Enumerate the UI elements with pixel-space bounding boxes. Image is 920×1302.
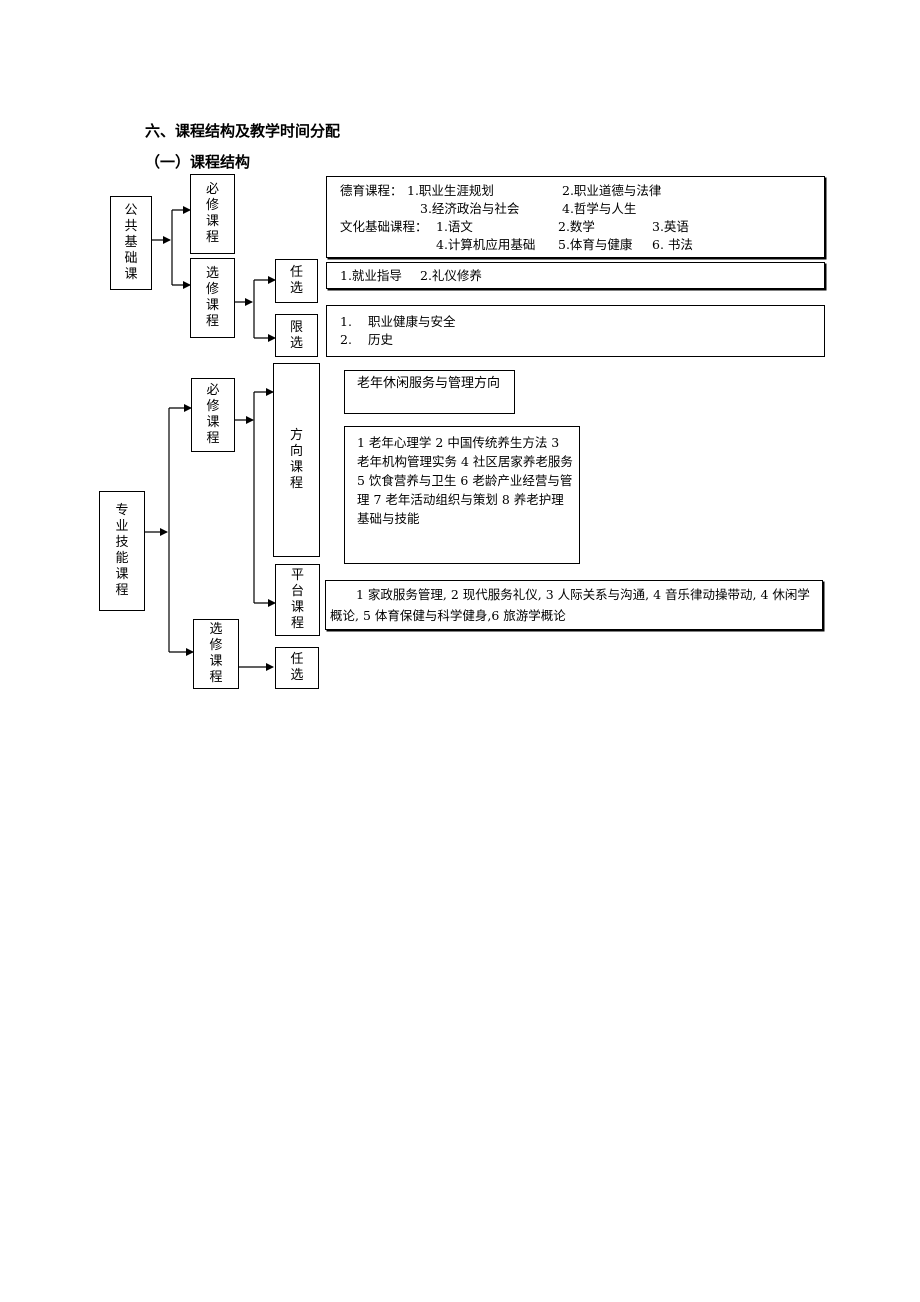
professional-elective-char: 修 (209, 638, 223, 653)
direction-char: 程 (289, 476, 303, 491)
public-basic-char: 基 (124, 235, 138, 250)
subsection-heading: （一）课程结构 (145, 153, 251, 171)
public-basic-char: 课 (124, 267, 138, 282)
moral-course-1: 1.职业生涯规划 (407, 183, 494, 198)
platform-char: 平 (290, 568, 304, 583)
professional-free-choice-char: 选 (290, 668, 304, 683)
culture-course-4: 4.计算机应用基础 (436, 237, 536, 252)
professional-char: 业 (115, 519, 129, 534)
public-basic-char: 共 (124, 219, 138, 234)
platform-char: 课 (290, 600, 304, 615)
culture-label: 文化基础课程： (340, 219, 428, 234)
moral-course-2: 2.职业道德与法律 (562, 183, 662, 198)
public-required-content-box: 德育课程： 1.职业生涯规划 2.职业道德与法律 3.经济政治与社会 4.哲学与… (326, 176, 825, 258)
direction-title-box: 老年休闲服务与管理方向 (344, 370, 515, 414)
direction-char: 向 (289, 444, 303, 459)
public-elective-char: 修 (205, 282, 219, 297)
public-limited-choice-box: 限 选 (275, 314, 318, 357)
platform-char: 台 (290, 584, 304, 599)
direction-title: 老年休闲服务与管理方向 (357, 376, 501, 391)
limited-choice-number: 1. (340, 314, 352, 329)
public-limited-choice-char: 选 (289, 335, 303, 351)
professional-char: 程 (115, 583, 129, 598)
professional-char: 能 (115, 551, 129, 566)
professional-free-choice-char: 任 (290, 652, 304, 667)
professional-elective-box: 选 修 课 程 (193, 619, 239, 689)
public-free-choice-char: 选 (289, 281, 303, 296)
limited-choice-course-2: 历史 (368, 332, 394, 347)
public-limited-choice-content-box: 1. 职业健康与安全 2. 历史 (326, 305, 825, 357)
public-elective-char: 课 (205, 298, 219, 313)
public-elective-char: 选 (205, 266, 219, 281)
professional-required-box: 必 修 课 程 (191, 378, 235, 452)
professional-skills-course-box: 专 业 技 能 课 程 (99, 491, 145, 611)
free-choice-course-2: 2.礼仪修养 (420, 268, 482, 283)
public-required-char: 必 (205, 182, 219, 197)
professional-elective-char: 选 (209, 622, 223, 637)
public-required-char: 课 (205, 214, 219, 229)
platform-courses: 1 家政服务管理, 2 现代服务礼仪, 3 人际关系与沟通, 4 音乐律动操带动… (330, 587, 810, 623)
platform-char: 程 (290, 616, 304, 631)
free-choice-course-1: 1.就业指导 (340, 268, 402, 283)
professional-required-char: 必 (206, 383, 220, 398)
limited-choice-course-1: 职业健康与安全 (368, 314, 456, 329)
culture-course-5: 5.体育与健康 (558, 237, 633, 252)
culture-course-6: 6. 书法 (652, 237, 693, 252)
professional-required-char: 修 (206, 399, 220, 414)
public-required-char: 修 (205, 198, 219, 213)
direction-char: 课 (289, 460, 303, 475)
professional-elective-char: 课 (209, 654, 223, 669)
professional-elective-char: 程 (209, 670, 223, 685)
public-free-choice-box: 任 选 (275, 259, 318, 303)
section-heading: 六、课程结构及教学时间分配 (145, 122, 341, 140)
professional-char: 技 (115, 535, 129, 550)
public-required-box: 必 修 课 程 (190, 174, 235, 254)
culture-course-3: 3.英语 (652, 219, 689, 234)
public-basic-char: 公 (124, 203, 138, 218)
public-elective-char: 程 (205, 314, 219, 329)
professional-char: 课 (115, 567, 129, 582)
public-required-char: 程 (205, 230, 219, 245)
professional-required-char: 课 (206, 415, 220, 430)
platform-courses-box: 1 家政服务管理, 2 现代服务礼仪, 3 人际关系与沟通, 4 音乐律动操带动… (325, 580, 823, 630)
culture-course-1: 1.语文 (436, 219, 473, 234)
direction-char: 方 (289, 428, 303, 443)
culture-course-2: 2.数学 (558, 219, 595, 234)
public-basic-char: 础 (124, 251, 138, 266)
public-limited-choice-char: 限 (289, 319, 303, 335)
platform-course-box: 平 台 课 程 (275, 564, 320, 636)
public-free-choice-char: 任 (289, 265, 303, 280)
public-free-choice-content-box: 1.就业指导 2.礼仪修养 (326, 262, 825, 289)
moral-course-4: 4.哲学与人生 (562, 201, 637, 216)
direction-courses: 1 老年心理学 2 中国传统养生方法 3 老年机构管理实务 4 社区居家养老服务… (357, 435, 573, 526)
direction-courses-box: 1 老年心理学 2 中国传统养生方法 3 老年机构管理实务 4 社区居家养老服务… (344, 426, 580, 564)
limited-choice-number: 2. (340, 332, 352, 347)
professional-free-choice-box: 任 选 (275, 647, 319, 689)
moral-label: 德育课程： (340, 183, 403, 198)
professional-char: 专 (115, 503, 129, 518)
public-elective-box: 选 修 课 程 (190, 258, 235, 338)
moral-course-3: 3.经济政治与社会 (420, 201, 520, 216)
public-basic-course-box: 公 共 基 础 课 (110, 196, 152, 290)
direction-course-box: 方 向 课 程 (273, 363, 320, 557)
professional-required-char: 程 (206, 431, 220, 446)
